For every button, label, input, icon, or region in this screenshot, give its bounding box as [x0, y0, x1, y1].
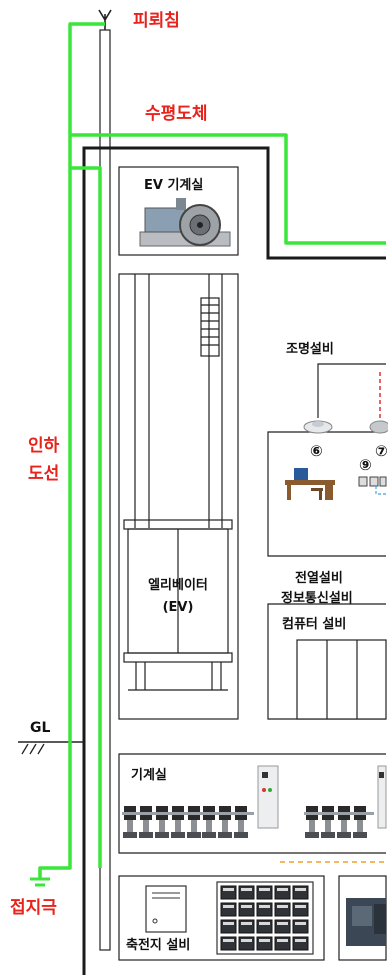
ev-machine-room-label: EV 기계실: [144, 178, 204, 193]
heating-equipment-label: 전열설비: [295, 571, 343, 586]
elevator-label: 엘리베이터 (EV): [128, 575, 228, 619]
battery-cell: [292, 936, 309, 951]
computer-room: [267, 603, 387, 720]
battery-cell: [238, 885, 255, 900]
down-conductor-line2: 도선: [28, 464, 60, 484]
marker-7: ⑦: [375, 442, 388, 460]
battery-icon: [216, 881, 314, 955]
antenna-icon: [98, 9, 112, 30]
elevator-label-line2: (EV): [162, 600, 194, 615]
ev-machine-room: [118, 166, 239, 256]
battery-cell: [238, 902, 255, 917]
traction-machine-icon: [139, 198, 231, 247]
ground-level-line: [18, 741, 84, 755]
building-outline: [82, 146, 386, 975]
battery-room: [118, 875, 325, 961]
battery-cell: [292, 885, 309, 900]
elevator-label-line1: 엘리베이터: [148, 578, 208, 593]
outlet-icon: [358, 476, 387, 487]
down-conductor-line1: 인하: [28, 436, 60, 456]
battery-cell: [220, 885, 237, 900]
lighting-equipment-label: 조명설비: [286, 342, 334, 357]
battery-cell: [292, 919, 309, 934]
battery-cell: [238, 919, 255, 934]
desk-icon: [285, 468, 335, 500]
battery-cell: [256, 902, 273, 917]
ceiling-lamp-icon: [303, 420, 333, 434]
marker-6: ⑥: [310, 442, 323, 460]
battery-equipment-label: 축전지 설비: [126, 938, 191, 953]
battery-cell: [256, 885, 273, 900]
elevator-shaft: [118, 273, 239, 720]
ground-electrode-label: 접지극: [10, 898, 57, 918]
ceiling-lamp-icon: [369, 420, 388, 434]
generator-icon: [338, 875, 387, 961]
down-conductor-label: 인하 도선: [28, 432, 59, 488]
control-panel-icon: [257, 765, 387, 829]
ground-level-label: GL: [30, 720, 51, 736]
battery-cell: [256, 936, 273, 951]
battery-cell: [220, 902, 237, 917]
telecom-equipment-label: 정보통신설비: [281, 591, 353, 606]
lighting-room: [267, 363, 388, 557]
machine-room: [118, 753, 387, 854]
machine-room-label: 기계실: [131, 768, 167, 783]
battery-cell: [220, 919, 237, 934]
battery-cell: [274, 902, 291, 917]
pump-icon: [122, 806, 374, 838]
lightning-conductor: [30, 22, 386, 887]
battery-cell: [238, 936, 255, 951]
battery-cell: [274, 936, 291, 951]
battery-cell: [292, 902, 309, 917]
marker-9: ⑨: [359, 456, 372, 474]
battery-cell: [220, 936, 237, 951]
battery-cell: [274, 919, 291, 934]
lightning-rod-label: 피뢰침: [133, 11, 180, 31]
computer-equipment-label: 컴퓨터 설비: [282, 617, 347, 632]
battery-cell: [274, 885, 291, 900]
battery-cell: [256, 919, 273, 934]
horizontal-conductor-label: 수평도체: [145, 104, 208, 124]
